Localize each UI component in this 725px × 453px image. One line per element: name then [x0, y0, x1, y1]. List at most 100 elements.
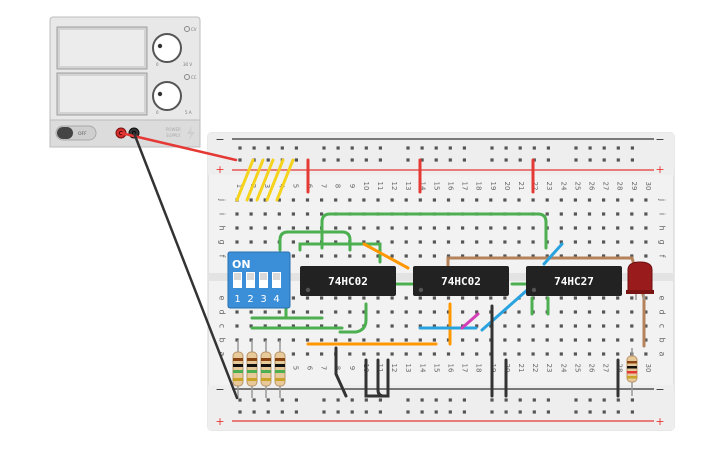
breadboard-hole[interactable] [336, 146, 340, 150]
breadboard-hole[interactable] [322, 410, 326, 414]
breadboard-hole[interactable] [249, 324, 253, 328]
breadboard-hole[interactable] [376, 198, 380, 202]
breadboard-hole[interactable] [504, 398, 508, 402]
breadboard-hole[interactable] [532, 410, 536, 414]
black-wire[interactable] [334, 346, 348, 398]
breadboard-hole[interactable] [432, 198, 436, 202]
breadboard-hole[interactable] [559, 296, 563, 300]
breadboard-hole[interactable] [320, 338, 324, 342]
breadboard-hole[interactable] [546, 146, 550, 150]
breadboard-hole[interactable] [420, 410, 424, 414]
orange-wires[interactable] [306, 242, 452, 346]
breadboard-hole[interactable] [461, 254, 465, 258]
breadboard-hole[interactable] [420, 398, 424, 402]
breadboard-hole[interactable] [573, 338, 577, 342]
breadboard-hole[interactable] [235, 338, 239, 342]
breadboard-hole[interactable] [559, 226, 563, 230]
breadboard-hole[interactable] [616, 398, 620, 402]
breadboard-hole[interactable] [446, 226, 451, 230]
breadboard-hole[interactable] [277, 212, 281, 216]
breadboard-hole[interactable] [630, 212, 634, 216]
breadboard-hole[interactable] [489, 296, 493, 300]
breadboard-hole[interactable] [545, 254, 549, 258]
breadboard-hole[interactable] [630, 324, 634, 328]
breadboard-hole[interactable] [305, 198, 310, 202]
breadboard-hole[interactable] [322, 398, 326, 402]
breadboard-hole[interactable] [630, 410, 634, 414]
breadboard-hole[interactable] [238, 410, 242, 414]
breadboard-hole[interactable] [294, 158, 298, 162]
breadboard-hole[interactable] [517, 310, 521, 314]
breadboard-hole[interactable] [263, 338, 267, 342]
breadboard-hole[interactable] [587, 240, 592, 244]
breadboard-hole[interactable] [490, 158, 494, 162]
breadboard-hole[interactable] [616, 198, 620, 202]
red-supply-wire[interactable] [119, 131, 238, 162]
breadboard-hole[interactable] [294, 398, 298, 402]
breadboard-hole[interactable] [616, 212, 620, 216]
breadboard-hole[interactable] [532, 146, 536, 150]
breadboard-hole[interactable] [404, 338, 408, 342]
chip-2[interactable]: 74HC02 [413, 266, 509, 296]
breadboard-hole[interactable] [559, 324, 563, 328]
breadboard-hole[interactable] [390, 296, 394, 300]
breadboard-hole[interactable] [602, 158, 606, 162]
breadboard-hole[interactable] [291, 296, 295, 300]
breadboard-hole[interactable] [390, 226, 394, 230]
resistor[interactable] [626, 348, 638, 396]
breadboard-hole[interactable] [503, 296, 507, 300]
breadboard-hole[interactable] [573, 352, 577, 356]
breadboard-hole[interactable] [587, 212, 592, 216]
breadboard-hole[interactable] [616, 240, 620, 244]
breadboard-hole[interactable] [334, 296, 338, 300]
breadboard-hole[interactable] [305, 212, 310, 216]
breadboard-hole[interactable] [291, 226, 295, 230]
breadboard-hole[interactable] [461, 198, 465, 202]
breadboard-hole[interactable] [475, 324, 479, 328]
breadboard-hole[interactable] [334, 254, 338, 258]
breadboard-hole[interactable] [503, 240, 507, 244]
voltage-knob-icon[interactable] [152, 33, 182, 63]
breadboard-hole[interactable] [475, 198, 479, 202]
breadboard-hole[interactable] [362, 254, 366, 258]
green-wire[interactable] [320, 212, 548, 250]
breadboard-hole[interactable] [489, 240, 493, 244]
breadboard-hole[interactable] [404, 240, 408, 244]
breadboard-hole[interactable] [616, 146, 620, 150]
breadboard-hole[interactable] [376, 296, 380, 300]
breadboard-hole[interactable] [602, 398, 606, 402]
breadboard-hole[interactable] [320, 198, 324, 202]
breadboard-hole[interactable] [588, 146, 592, 150]
green-wires[interactable] [250, 212, 550, 334]
breadboard-hole[interactable] [404, 310, 408, 314]
breadboard-hole[interactable] [362, 352, 366, 356]
breadboard-hole[interactable] [376, 352, 380, 356]
yellow-wire[interactable] [245, 158, 265, 202]
breadboard-hole[interactable] [336, 158, 340, 162]
breadboard-hole[interactable] [559, 338, 563, 342]
breadboard-hole[interactable] [644, 198, 648, 202]
breadboard-hole[interactable] [348, 254, 352, 258]
breadboard-hole[interactable] [334, 226, 338, 230]
breadboard-hole[interactable] [238, 146, 242, 150]
breadboard-hole[interactable] [630, 296, 634, 300]
breadboard-hole[interactable] [362, 338, 366, 342]
breadboard-hole[interactable] [475, 240, 479, 244]
breadboard-hole[interactable] [462, 158, 466, 162]
breadboard-hole[interactable] [294, 410, 298, 414]
breadboard-hole[interactable] [378, 158, 382, 162]
resistors[interactable] [232, 340, 638, 398]
breadboard-hole[interactable] [489, 254, 493, 258]
yellow-wire[interactable] [255, 158, 275, 202]
breadboard-hole[interactable] [364, 146, 368, 150]
breadboard-hole[interactable] [461, 310, 465, 314]
breadboard-hole[interactable] [320, 296, 324, 300]
breadboard-hole[interactable] [376, 240, 380, 244]
breadboard-hole[interactable] [348, 324, 352, 328]
breadboard-hole[interactable] [503, 254, 507, 258]
breadboard-hole[interactable] [378, 410, 382, 414]
breadboard-hole[interactable] [602, 410, 606, 414]
breadboard-hole[interactable] [390, 198, 394, 202]
breadboard-hole[interactable] [291, 324, 295, 328]
breadboard-hole[interactable] [305, 310, 310, 314]
